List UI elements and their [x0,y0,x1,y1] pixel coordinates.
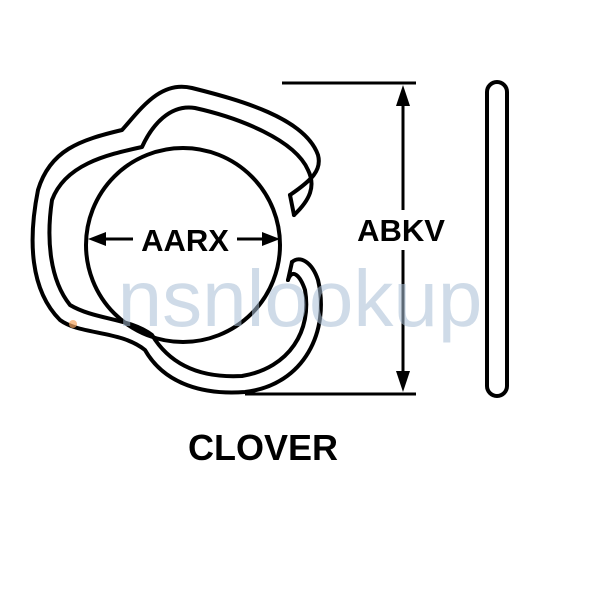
clover-caption: CLOVER [188,427,338,468]
abkv-arrowhead-top [396,85,410,106]
watermark-dot [69,320,77,328]
clover-ring-outer-outline [30,84,323,395]
aarx-label: AARX [141,223,229,258]
abkv-label: ABKV [357,213,445,248]
inner-bore-circle [84,146,282,344]
aarx-arrowhead-right [262,232,280,246]
abkv-arrowhead-bottom [396,371,410,392]
watermark-text: nsnlookup [118,254,483,343]
ring-side-view [485,80,509,398]
aarx-arrowhead-left [88,232,106,246]
ring-upper-end-cap [288,193,296,217]
clover-ring-inner-outline [47,105,314,379]
ring-lower-end-cap [286,260,294,282]
